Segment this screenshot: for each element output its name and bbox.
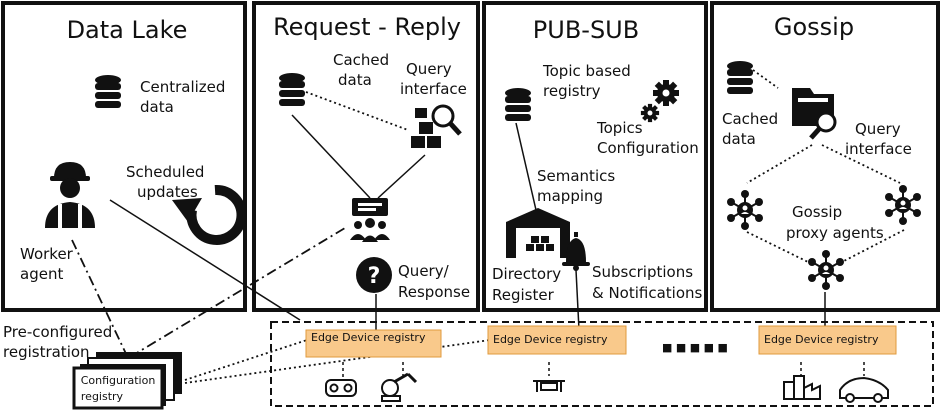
semantics-label-1: Semantics xyxy=(537,167,615,185)
rr-query-label-1: Query xyxy=(406,60,452,78)
edge-registry-3-label: Edge Device registry xyxy=(764,333,879,346)
gossip-cached-label-1: Cached xyxy=(722,110,778,128)
question-icon: ? xyxy=(356,257,392,293)
edge-registry-2 xyxy=(487,325,627,355)
vr-headset-icon xyxy=(325,362,357,397)
topics-label-1: Topics xyxy=(596,119,643,137)
gossip-proxy-label-1: Gossip xyxy=(792,203,842,221)
gossip-database-icon xyxy=(727,61,753,94)
ellipsis-marker: ■ ■ ■ ■ ■ xyxy=(662,341,728,354)
factory-icon xyxy=(783,362,821,400)
gossip-query-label-1: Query xyxy=(855,120,901,138)
subscriptions-label-1: Subscriptions xyxy=(592,263,693,281)
query-interface-icon xyxy=(411,104,462,148)
database-icon xyxy=(95,75,121,108)
car-icon xyxy=(839,362,889,403)
subscriptions-label-2: & Notifications xyxy=(592,284,703,302)
preconfigured-label-2: registration xyxy=(3,343,90,361)
preconfigured-label-1: Pre-configured xyxy=(3,323,112,341)
gossip-cached-label-2: data xyxy=(722,130,756,148)
query-interface-to-requester xyxy=(377,154,426,199)
centralized-label-2: data xyxy=(140,98,174,116)
cached-database-icon xyxy=(279,73,305,106)
qr-label-1: Query/ xyxy=(398,262,450,280)
gossip-title: Gossip xyxy=(774,13,854,41)
gossip-node-right-icon xyxy=(884,184,922,226)
rr-query-label-2: interface xyxy=(400,80,467,98)
gossip-right-to-bottom-node xyxy=(841,229,905,263)
worker-label-1: Worker xyxy=(20,245,74,263)
svg-text:?: ? xyxy=(368,264,381,289)
semantics-label-2: mapping xyxy=(537,187,603,205)
small-gear-icon xyxy=(640,103,660,123)
directory-label-1: Directory xyxy=(492,265,561,283)
gear-icon xyxy=(653,80,679,106)
robot-arm-icon xyxy=(381,362,418,402)
panel-request-reply xyxy=(252,1,480,312)
requester-group-icon xyxy=(350,198,390,242)
edge-registry-1-label: Edge Device registry xyxy=(311,331,426,344)
centralized-label-1: Centralized xyxy=(140,78,225,96)
scheduled-label-1: Scheduled xyxy=(126,163,204,181)
bell-icon xyxy=(562,232,590,271)
rr-cached-label-2: data xyxy=(338,71,372,89)
pub-sub-title: PUB-SUB xyxy=(533,16,639,44)
data-lake-title: Data Lake xyxy=(67,16,188,44)
gossip-query-label-2: interface xyxy=(845,140,912,158)
edge-registry-1 xyxy=(305,329,442,358)
gossip-left-to-bottom-node xyxy=(746,231,809,263)
topic-label-1: Topic based xyxy=(542,62,631,80)
cached-db-to-requester xyxy=(291,114,371,199)
configuration-registry-icon xyxy=(72,352,182,410)
panel-data-lake xyxy=(1,1,247,312)
directory-label-2: Register xyxy=(492,286,555,304)
topic-label-2: registry xyxy=(543,82,601,100)
gossip-db-to-folder-dotted xyxy=(752,69,779,89)
config-registry-label-2: registry xyxy=(81,390,124,403)
rr-cached-label-1: Cached xyxy=(333,51,389,69)
edge-registry-3 xyxy=(758,325,897,355)
drone-icon xyxy=(533,362,565,392)
topic-registry-database-icon xyxy=(505,88,531,121)
refresh-icon xyxy=(172,184,247,245)
cached-to-query-dotted xyxy=(305,91,409,131)
edge-registry-2-label: Edge Device registry xyxy=(493,333,608,346)
gossip-proxy-label-2: proxy agents xyxy=(786,224,884,242)
topics-label-2: Configuration xyxy=(597,139,699,157)
gossip-node-bottom-icon xyxy=(807,249,845,291)
worker-to-edge-line xyxy=(109,199,301,321)
config-to-requester-line xyxy=(129,227,346,358)
gossip-cache-to-left-node xyxy=(746,144,813,184)
subscriptions-to-edge-line xyxy=(575,269,580,331)
warehouse-icon xyxy=(506,208,570,258)
edge-device-area xyxy=(270,321,934,407)
worker-label-2: agent xyxy=(20,265,63,283)
worker-icon xyxy=(45,162,95,228)
gossip-node-left-icon xyxy=(726,189,764,231)
registry-to-directory-line xyxy=(515,122,537,211)
folder-search-icon xyxy=(792,88,837,140)
qr-label-2: Response xyxy=(398,283,470,301)
panel-pub-sub xyxy=(482,1,708,312)
config-registry-label-1: Configuration xyxy=(81,374,156,387)
config-to-edge1-dotted xyxy=(184,339,308,381)
scheduled-label-2: updates xyxy=(137,183,198,201)
request-reply-title: Request - Reply xyxy=(273,13,461,41)
worker-to-config-line xyxy=(71,239,129,359)
